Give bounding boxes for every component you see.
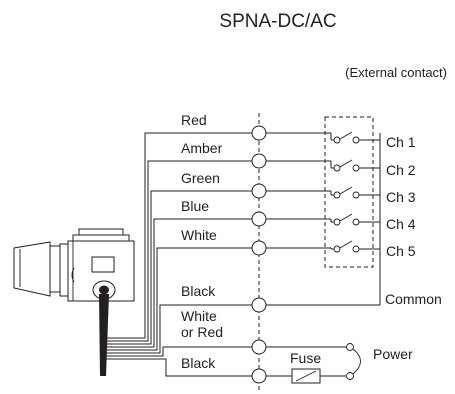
contact-ch3 [266,186,380,199]
channel-label-4: Ch 4 [386,216,416,232]
wire-label-blue: Blue [181,198,209,214]
diagram-title: SPNA-DC/AC [219,11,336,32]
terminal-power-2 [251,368,267,384]
wire-label-amber: Amber [181,140,223,156]
channel-contacts [266,131,380,253]
cable-bundle [99,294,109,376]
wire-label-white-or-red-line1: White [181,308,217,324]
terminal-blue [251,211,267,227]
terminal-circles [251,125,267,384]
contact-ch5 [266,240,380,253]
common-label: Common [385,291,442,307]
contact-ch4 [266,213,380,226]
contact-ch2 [266,159,380,172]
channel-label-5: Ch 5 [386,243,416,259]
contact-ch1 [266,131,380,144]
device-icon [13,228,135,302]
terminal-power-1 [251,339,267,355]
wire-label-black-common: Black [181,283,216,299]
wire-routes [105,132,252,377]
external-contact-label: (External contact) [345,65,447,80]
channel-label-3: Ch 3 [386,189,416,205]
wire-label-black-power: Black [181,355,216,371]
external-contact-box [324,116,374,268]
wire-label-white: White [181,227,217,243]
terminal-amber [251,153,267,169]
power-source-bracket [352,348,361,375]
wire-label-red: Red [181,112,207,128]
terminal-green [251,183,267,199]
power-label: Power [373,346,413,362]
channel-label-1: Ch 1 [386,134,416,150]
terminal-white [251,240,267,256]
terminal-black-common [251,297,267,313]
common-bus [266,133,381,306]
wire-label-white-or-red-line2: or Red [181,324,223,340]
power-circuit [266,343,361,384]
channel-label-2: Ch 2 [386,162,416,178]
fuse-label: Fuse [290,350,321,366]
wire-label-green: Green [181,170,220,186]
terminal-red [251,125,267,141]
